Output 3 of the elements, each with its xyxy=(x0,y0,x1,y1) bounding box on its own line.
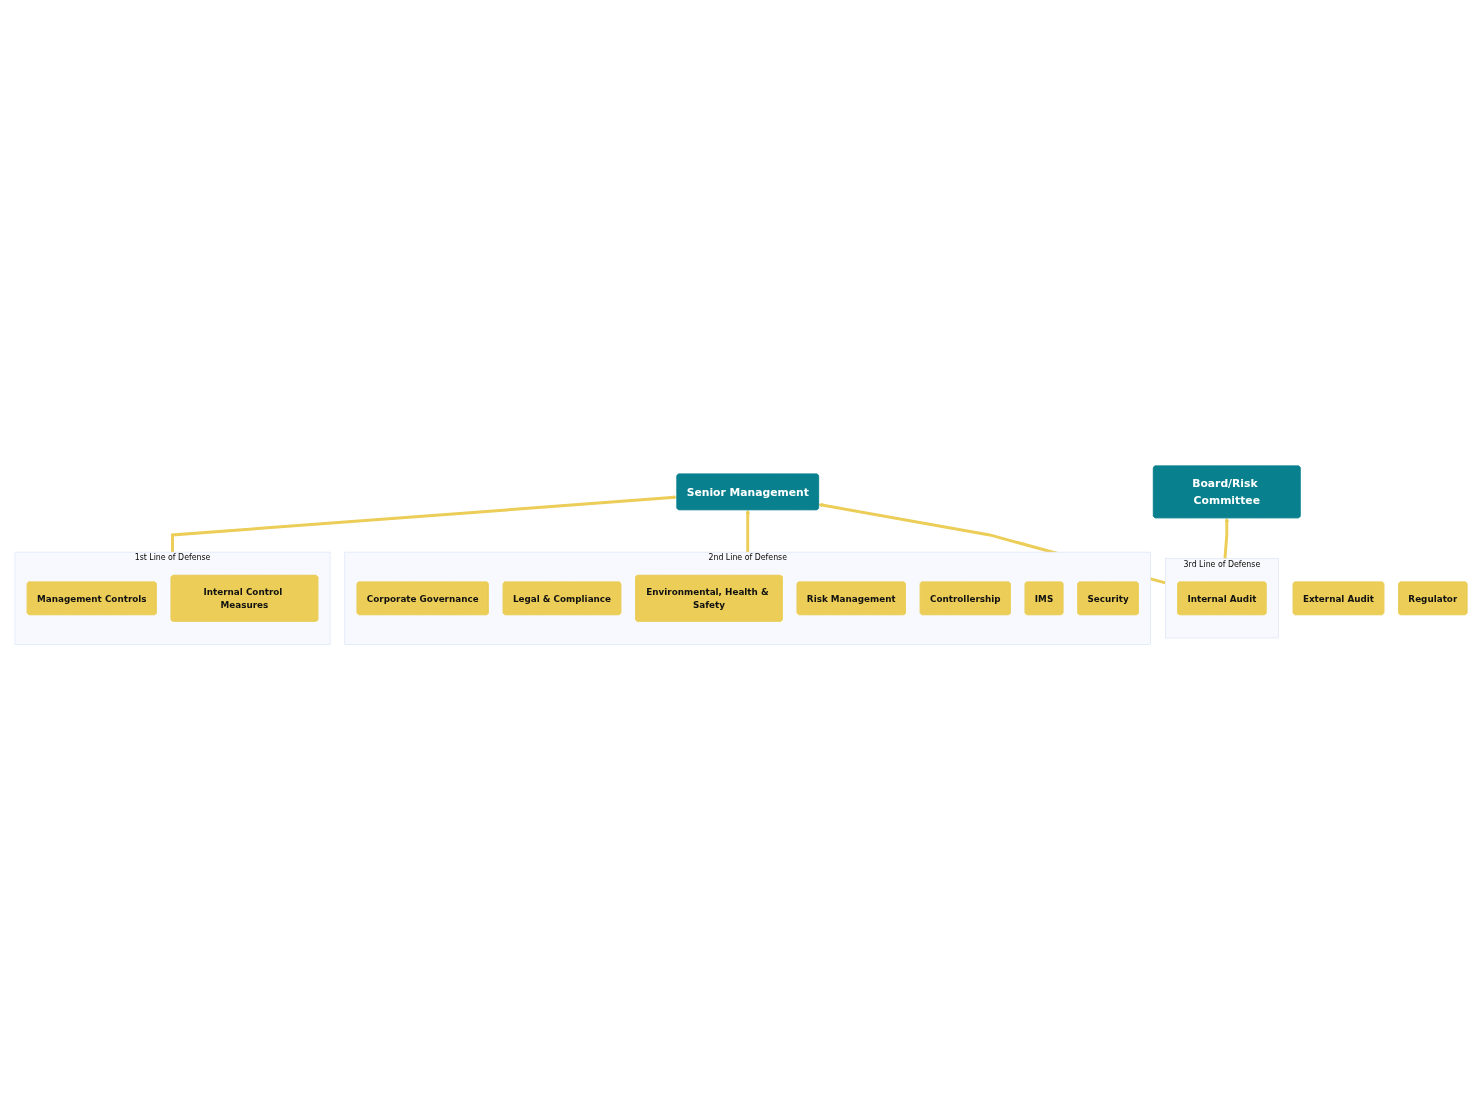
arrow xyxy=(1223,517,1229,559)
arrow xyxy=(170,495,677,552)
arrow xyxy=(745,509,750,552)
